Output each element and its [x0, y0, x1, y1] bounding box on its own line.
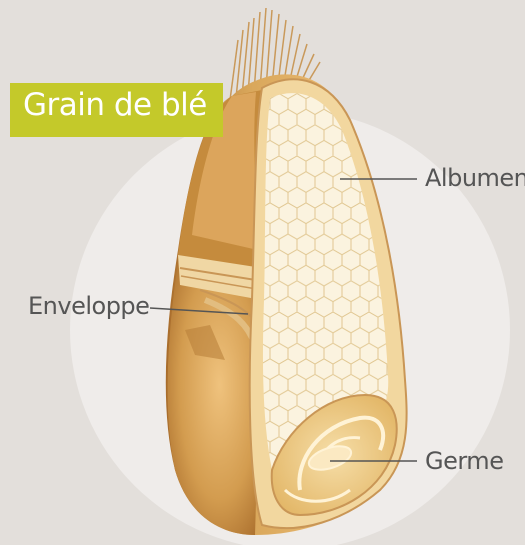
diagram-title: Grain de blé — [23, 87, 207, 123]
label-germe: Germe — [425, 447, 503, 475]
label-enveloppe: Enveloppe — [28, 292, 149, 320]
label-albumen: Albumen — [425, 164, 525, 192]
